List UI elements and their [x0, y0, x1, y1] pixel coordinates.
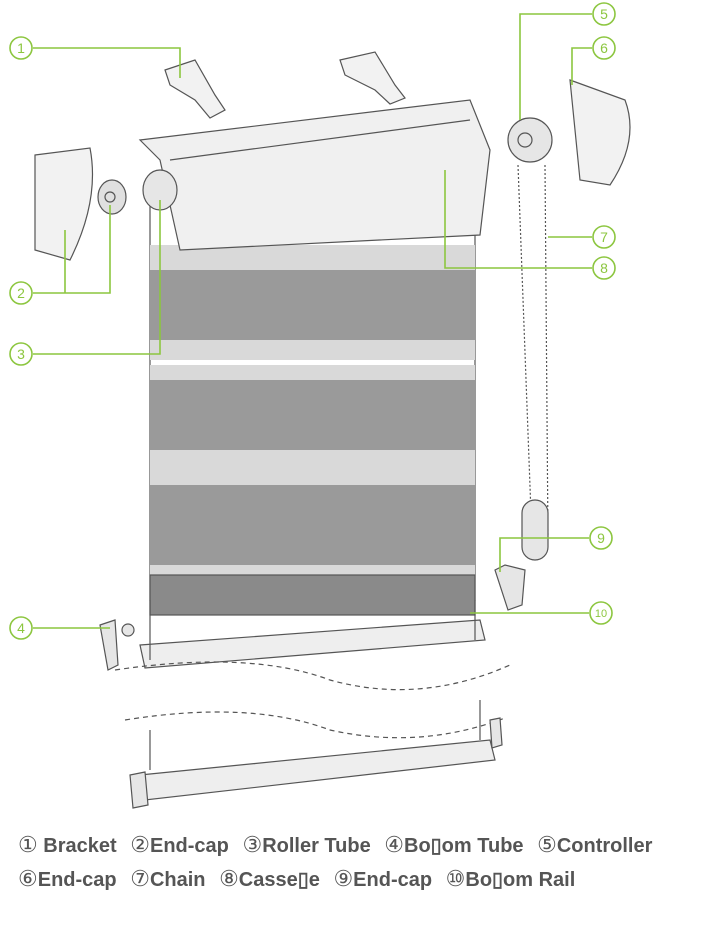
callout-label: 9	[597, 530, 605, 546]
callout-label: 1	[17, 40, 25, 56]
end-cap-left	[34, 147, 94, 261]
callout-label: 5	[600, 6, 608, 22]
callout-label: 2	[17, 285, 25, 301]
legend-num: ③	[242, 832, 263, 857]
legend-num: ⑧	[219, 866, 239, 891]
legend-label: Controller	[556, 835, 653, 857]
callout-label: 6	[600, 40, 608, 56]
end-cap-bottom-left	[99, 619, 119, 671]
callout-label: 8	[600, 260, 608, 276]
legend-item: ① Bracket	[18, 832, 117, 857]
legend-num: ⑨	[333, 866, 354, 891]
callout-5	[592, 2, 616, 26]
callout-8	[592, 256, 616, 280]
legend-num: ⑦	[130, 866, 150, 891]
legend-num: ④	[384, 832, 405, 857]
legend-label: End-cap	[37, 869, 117, 891]
cassette	[138, 99, 491, 251]
legend-label: Chain	[149, 869, 206, 891]
controller	[507, 117, 553, 163]
blind-drawing	[34, 51, 631, 809]
callout-2	[9, 281, 33, 305]
callout-4	[9, 616, 33, 640]
legend-item: ③Roller Tube	[242, 832, 371, 857]
legend-num: ⑤	[537, 832, 557, 857]
callout-10	[589, 601, 613, 625]
legend-row-1: ① Bracket ②End-cap ③Roller Tube ④Bo▯om T…	[18, 832, 660, 858]
legend-label: Bo▯om Rail	[465, 869, 576, 891]
end-cap-bottom-right	[494, 564, 526, 611]
callout-9	[589, 526, 613, 550]
bracket-left	[164, 59, 226, 119]
bracket-right	[339, 51, 406, 105]
legend-label: End-cap	[353, 869, 433, 891]
chain	[517, 164, 549, 541]
legend-label: Bo▯om Tube	[404, 835, 524, 857]
callout-label: 4	[17, 620, 25, 636]
legend-num: ②	[130, 832, 150, 857]
legend-item: ⑤Controller	[537, 832, 653, 857]
end-cap-right	[569, 79, 631, 186]
callout-label: 10	[595, 608, 607, 620]
legend-label: Bracket	[43, 835, 117, 857]
legend-item: ⑨End-cap	[333, 866, 433, 891]
legend-label: Casse▯e	[238, 869, 320, 891]
legend-label: Roller Tube	[262, 835, 371, 857]
legend-item: ⑦Chain	[130, 866, 206, 891]
legend-row-2: ⑥End-cap ⑦Chain ⑧Casse▯e ⑨End-cap ⑩Bo▯om…	[18, 866, 583, 892]
bottom-rail-fabric	[149, 574, 476, 616]
bottom-rail	[139, 619, 486, 669]
legend-num: ①	[18, 832, 38, 857]
callout-1	[9, 36, 33, 60]
legend-item: ⑩Bo▯om Rail	[445, 866, 576, 891]
callout-label: 7	[600, 229, 608, 245]
callout-markers	[9, 2, 616, 640]
callout-lines	[33, 13, 592, 629]
callout-label: 3	[17, 346, 25, 362]
callout-7	[592, 225, 616, 249]
legend-label: End-cap	[149, 835, 229, 857]
callout-6	[592, 36, 616, 60]
legend-num: ⑩	[445, 866, 466, 891]
legend-num: ⑥	[18, 866, 38, 891]
legend-item: ②End-cap	[130, 832, 229, 857]
legend-item: ⑥End-cap	[18, 866, 117, 891]
legend-item: ④Bo▯om Tube	[384, 832, 524, 857]
legend-item: ⑧Casse▯e	[219, 866, 320, 891]
callout-3	[9, 342, 33, 366]
